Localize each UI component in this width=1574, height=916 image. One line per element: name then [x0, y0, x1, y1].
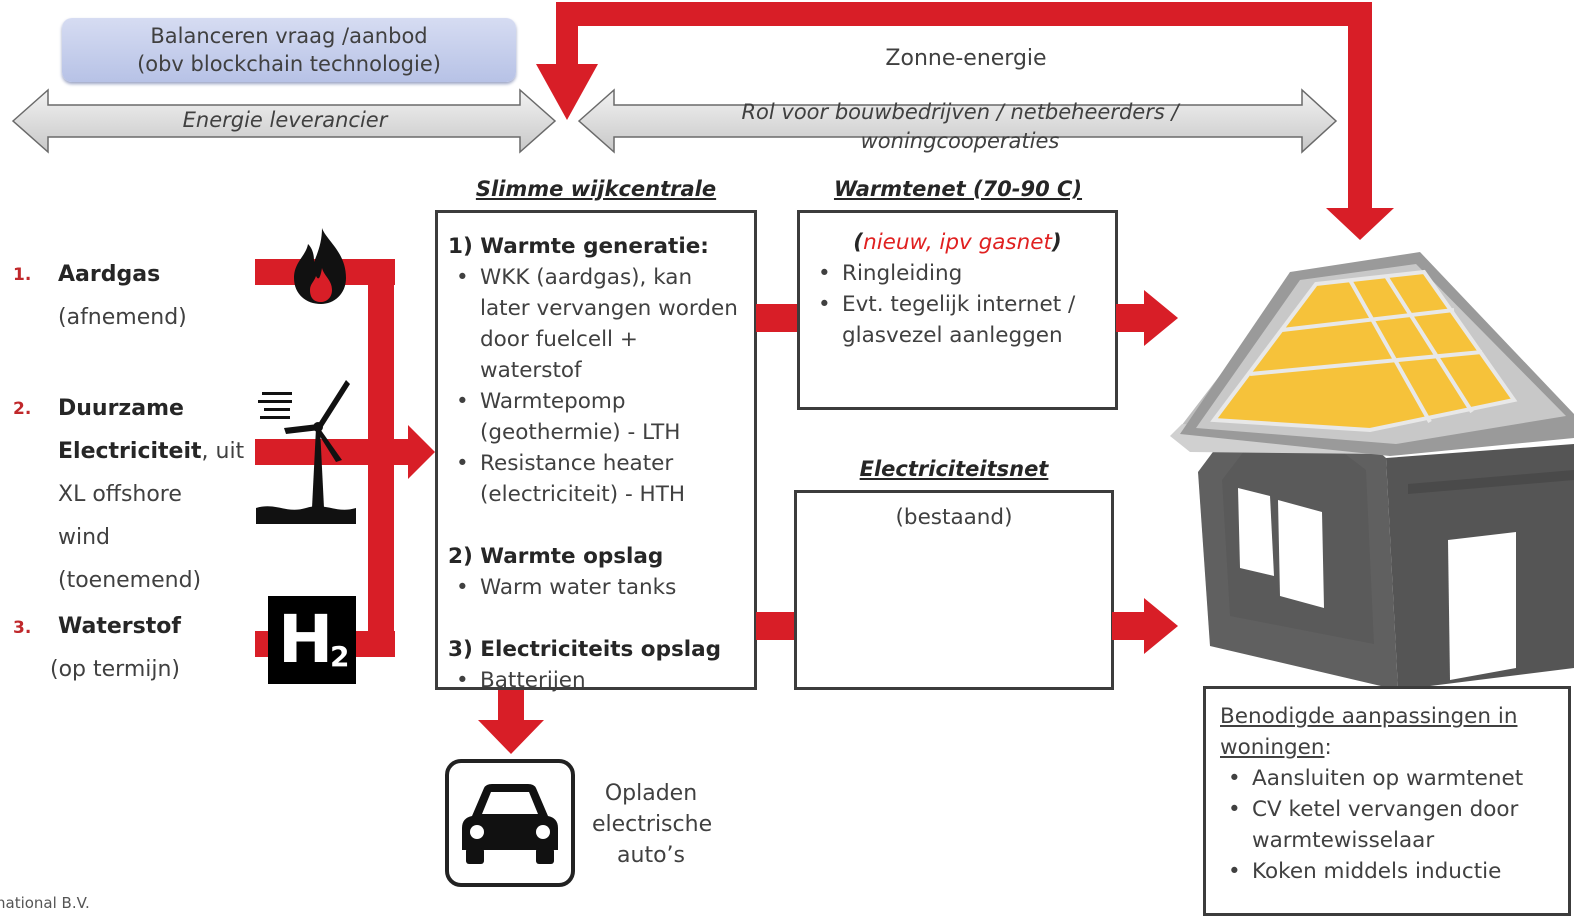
source-3-name: Waterstof — [58, 614, 181, 639]
adaptation-item-2: CV ketel vervangen door warmtewisselaar — [1220, 794, 1558, 856]
central-connectors — [756, 304, 800, 640]
solar-flow-arrow — [536, 2, 1394, 240]
heatnet-box: (nieuw, ipv gasnet) Ringleiding Evt. teg… — [797, 210, 1118, 410]
source-1-line-1: (afnemend) — [58, 305, 187, 330]
role-label: Rol voor bouwbedrijven / netbeheerders /… — [640, 98, 1280, 156]
energy-supplier-label: Energie leverancier — [182, 108, 388, 132]
source-2-line-3: (toenemend) — [58, 568, 202, 593]
section-heading-3: 3) Electriciteits opslag — [448, 637, 722, 662]
solar-panel-icon — [1210, 269, 1518, 433]
solar-energy-label: Zonne-energie — [885, 46, 1047, 71]
central-box: 1) Warmte generatie: WKK (aardgas), kan … — [435, 210, 757, 696]
role-label-line-2: woningcooperaties — [860, 129, 1060, 153]
heatnet-title: Warmtenet (70-90 C) — [833, 177, 1083, 201]
source-2-name: Duurzame — [58, 396, 184, 421]
heatnet-note: (nieuw, ipv gasnet) — [853, 230, 1062, 255]
section-2-item-1: Warm water tanks — [448, 572, 744, 603]
section-heading-2: 2) Warmte opslag — [448, 544, 664, 569]
source-2-name-2: Electriciteit — [58, 439, 202, 464]
balance-box: Balanceren vraag /aanbod (obv blockchain… — [62, 18, 516, 82]
source-1-number: 1. — [13, 265, 32, 285]
adaptations-title-colon: : — [1324, 735, 1332, 760]
footer-text: national B.V. — [0, 894, 90, 912]
section-1-item-3: Resistance heater (electriciteit) - HTH — [448, 448, 744, 510]
wind-turbine-icon — [256, 380, 356, 524]
adaptation-item-3: Koken middels inductie — [1220, 856, 1558, 887]
h2-icon: H 2 — [268, 596, 356, 684]
source-3-text: Waterstof (op termijn) — [50, 605, 181, 691]
section-1-item-1: WKK (aardgas), kan later vervangen worde… — [448, 262, 744, 386]
source-1-text: Aardgas (afnemend) — [58, 253, 187, 339]
source-2-number: 2. — [13, 399, 32, 419]
role-arrow — [577, 88, 1338, 154]
flame-icon — [294, 228, 346, 304]
source-2-rest: , uit — [201, 439, 245, 464]
adaptations-title: Benodigde aanpassingen in woningen: — [1220, 701, 1558, 763]
elecnet-to-house-arrow — [1112, 598, 1178, 654]
adaptations-title-text: Benodigde aanpassingen in woningen — [1220, 704, 1518, 760]
elecnet-title: Electriciteitsnet — [859, 457, 1049, 481]
source-2-line-1: XL offshore — [58, 482, 182, 507]
elecnet-note: (bestaand) — [895, 505, 1013, 530]
heatnet-to-house-arrow — [1116, 290, 1178, 346]
section-heading-1: 1) Warmte generatie: — [448, 234, 709, 259]
adaptation-item-1: Aansluiten op warmtenet — [1220, 763, 1558, 794]
car-label: Opladen electrische auto’s — [592, 781, 713, 868]
car-arrow — [478, 690, 544, 754]
role-label-line-1: Rol voor bouwbedrijven / netbeheerders / — [741, 100, 1179, 124]
section-3-item-1: Batterijen — [448, 665, 744, 696]
heatnet-item-2: Evt. tegelijk internet / glasvezel aanle… — [810, 289, 1105, 351]
section-1-item-2: Warmtepomp (geothermie) - LTH — [448, 386, 744, 448]
balance-line-1: Balanceren vraag /aanbod — [150, 24, 428, 48]
source-2-text: Duurzame Electriciteit, uit XL offshore … — [58, 387, 244, 602]
adaptations-box: Benodigde aanpassingen in woningen: Aans… — [1203, 686, 1571, 916]
car-icon — [445, 759, 575, 887]
elecnet-box: (bestaand) — [794, 490, 1114, 690]
source-3-number: 3. — [13, 618, 32, 638]
balance-line-2: (obv blockchain technologie) — [137, 52, 441, 76]
central-title: Slimme wijkcentrale — [475, 177, 717, 201]
energy-supplier-arrow — [11, 88, 557, 154]
heatnet-item-1: Ringleiding — [810, 258, 1105, 289]
source-1-name: Aardgas — [58, 262, 161, 287]
source-3-line-1: (op termijn) — [50, 657, 181, 682]
heatnet-note-text: nieuw, ipv gasnet — [863, 230, 1052, 255]
source-2-line-2: wind — [58, 525, 111, 550]
